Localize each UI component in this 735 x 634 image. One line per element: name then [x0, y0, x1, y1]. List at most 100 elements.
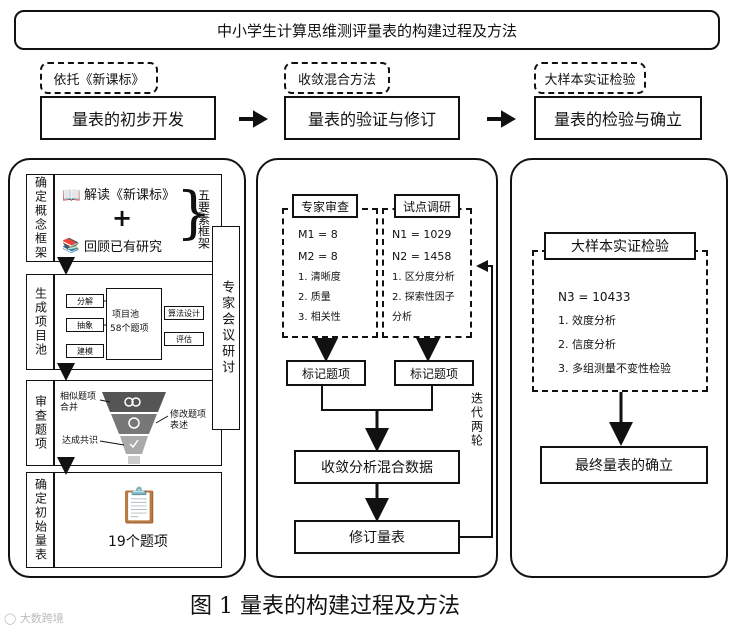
page-title: 中小学生计算思维测评量表的构建过程及方法	[216, 21, 517, 40]
final-scale: 最终量表的确立	[575, 458, 673, 474]
row1-content-box	[54, 174, 222, 262]
final-scale-box: 最终量表的确立	[540, 446, 708, 484]
pool-arrow-left	[104, 300, 106, 326]
watermark: ◯ 大数跨境	[4, 612, 64, 625]
pilot-discrimination: 1. 区分度分析	[392, 272, 455, 283]
stage3-method: 大样本实证检验	[534, 62, 646, 94]
row1-label: 确定概念框架	[26, 174, 54, 262]
brace-icon: }	[176, 181, 212, 246]
row4-label-box	[26, 472, 54, 568]
stage2-method-label: 收敛混合方法	[297, 72, 376, 88]
stage1-method: 依托《新课标》	[40, 62, 158, 94]
item-pool-box	[106, 288, 162, 360]
research-icon: 📚	[62, 238, 80, 254]
review-funnel	[99, 392, 169, 464]
expert-review-title-box: 专家审查	[292, 194, 358, 218]
watermark-icon: ◯	[4, 612, 17, 625]
pool-tag-abstract: 抽象	[66, 318, 104, 332]
expert-criterion-relevance: 3. 相关性	[298, 312, 341, 323]
clipboard-icon: 📋	[118, 486, 161, 526]
mark-items-1: 标记题项	[301, 366, 350, 381]
large-sample-title-box: 大样本实证检验	[544, 232, 696, 260]
pilot-n2: N2 = 1458	[392, 250, 452, 263]
stage1-name: 量表的初步开发	[71, 110, 184, 129]
pilot-efa: 2. 探索性因子	[392, 292, 455, 303]
pilot-n1: N1 = 1029	[392, 228, 452, 241]
merge-similar-items-text: 相似题项合并	[60, 392, 97, 413]
merge-similar-items: 相似题项合并	[60, 392, 100, 414]
sample-n3: N3 = 10433	[558, 290, 631, 304]
item-pool-title: 项目池	[112, 310, 140, 320]
pool-tag-evaluate-text: 评估	[176, 334, 192, 344]
concept-item-research: 回顾已有研究	[84, 240, 163, 255]
mark-items-box-1: 标记题项	[286, 360, 366, 386]
expert-meeting-box	[212, 226, 240, 430]
stage2-method: 收敛混合方法	[284, 62, 390, 94]
pool-tag-evaluate: 评估	[164, 332, 204, 346]
row2-label-text: 生成项目池	[33, 287, 48, 357]
row1-label-text: 确定概念框架	[33, 176, 48, 260]
pilot-study-title: 试点调研	[402, 199, 451, 214]
figure-caption: 图 1 量表的构建过程及方法	[190, 594, 460, 619]
pool-tag-model-text: 建模	[77, 346, 93, 356]
iterate-two-rounds: 迭代两轮	[466, 388, 486, 452]
reach-consensus: 达成共识	[62, 436, 99, 446]
converge-analysis: 收敛分析混合数据	[321, 460, 433, 476]
revise-scale-box: 修订量表	[294, 520, 460, 554]
item-pool-count: 58个题项	[110, 324, 149, 334]
stage1-box: 量表的初步开发	[40, 96, 216, 140]
plus-icon: +	[112, 204, 133, 232]
pilot-efa-cont: 分析	[392, 312, 412, 323]
expert-review-title: 专家审查	[300, 199, 349, 214]
title-box: 中小学生计算思维测评量表的构建过程及方法	[14, 10, 720, 50]
final-item-count: 19个题项	[108, 534, 168, 550]
stage3-box: 量表的检验与确立	[534, 96, 702, 140]
stage-arrow-2	[487, 110, 516, 128]
invariance-test: 3. 多组测量不变性检验	[558, 362, 671, 375]
stage3-name: 量表的检验与确立	[553, 110, 682, 129]
concept-item-standards: 解读《新课标》	[84, 188, 176, 203]
row3-label-box	[26, 380, 54, 466]
pilot-study-title-box: 试点调研	[394, 194, 460, 218]
large-sample-title: 大样本实证检验	[571, 239, 669, 255]
pilot-study-box	[382, 208, 472, 338]
row2-label-box	[26, 274, 54, 370]
row1-label-box	[26, 174, 54, 262]
revise-item-wording-text: 修改题项表述	[170, 410, 207, 431]
stage2-box: 量表的验证与修订	[284, 96, 460, 140]
row3-label-text: 审查题项	[33, 395, 48, 451]
expert-meeting: 专家会议研讨	[212, 226, 240, 430]
reliability-analysis: 2. 信度分析	[558, 338, 616, 351]
pool-tag-algorithm-text: 算法设计	[168, 308, 200, 318]
expert-m2: M2 = 8	[298, 250, 338, 263]
mark-items-2: 标记题项	[409, 366, 458, 381]
pool-tag-model: 建模	[66, 344, 104, 358]
stage1-method-label: 依托《新课标》	[53, 72, 145, 88]
row4-label: 确定初始量表	[26, 472, 54, 568]
expert-meeting-text: 专家会议研讨	[219, 280, 235, 376]
revise-scale: 修订量表	[349, 530, 405, 546]
row2-label: 生成项目池	[26, 274, 54, 370]
validity-analysis: 1. 效度分析	[558, 314, 616, 327]
row4-content-box	[54, 472, 222, 568]
pool-tag-decompose: 分解	[66, 294, 104, 308]
pool-tag-abstract-text: 抽象	[77, 320, 93, 330]
pool-tag-decompose-text: 分解	[77, 296, 93, 306]
iterate-two-rounds-text: 迭代两轮	[469, 392, 484, 448]
expert-m1: M1 = 8	[298, 228, 338, 241]
five-element-text: 五要素框架	[196, 189, 211, 249]
book-icon: 📖	[62, 186, 81, 204]
revise-item-wording: 修改题项表述	[170, 410, 212, 432]
expert-criterion-quality: 2. 质量	[298, 292, 331, 303]
large-sample-box	[532, 250, 708, 392]
iteration-loop-arrow	[460, 260, 493, 538]
five-element-framework-label: 五要素框架	[196, 182, 211, 256]
stage-arrow-1	[239, 110, 268, 128]
merge-lines	[321, 386, 433, 452]
stage3-method-label: 大样本实证检验	[544, 72, 636, 88]
stage2-name: 量表的验证与修订	[307, 110, 436, 129]
watermark-text: 大数跨境	[19, 612, 64, 625]
row3-label: 审查题项	[26, 380, 54, 466]
